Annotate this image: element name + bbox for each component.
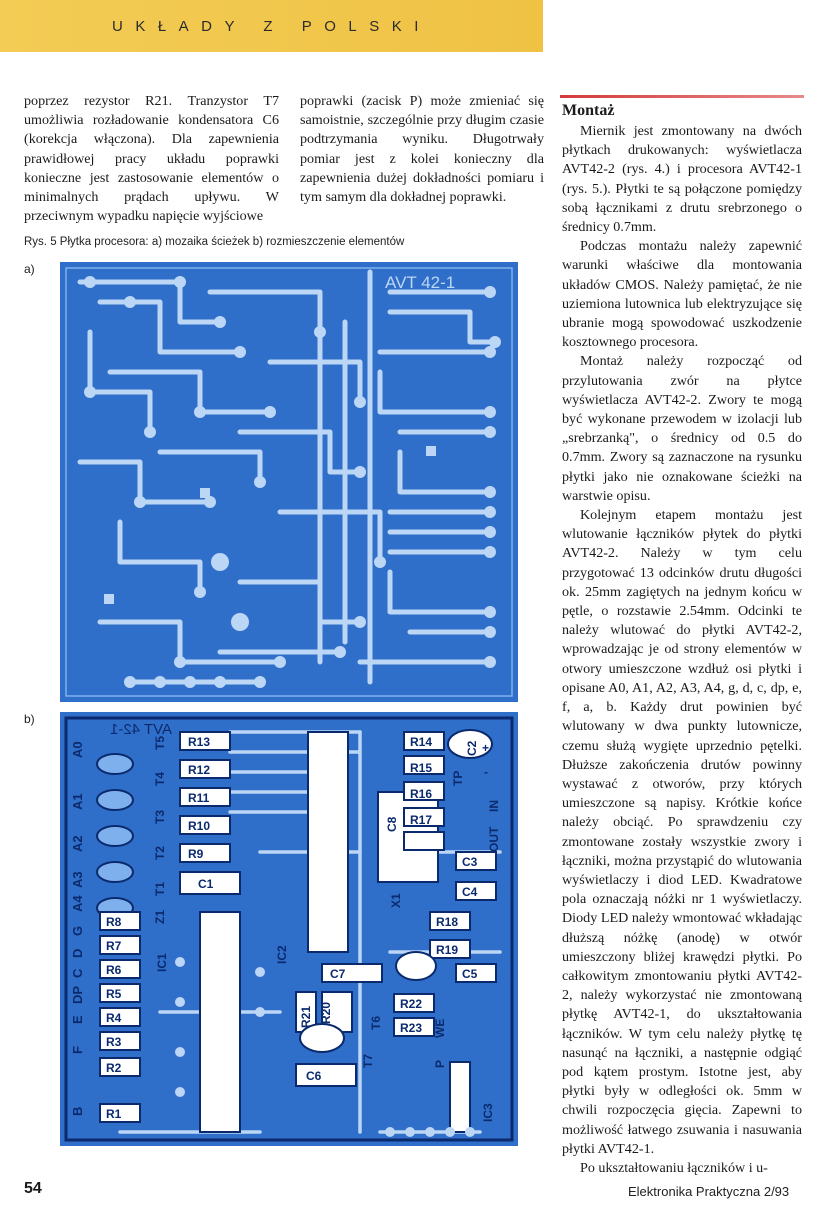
board-a-title: AVT 42-1 (385, 273, 455, 292)
label-c5: C5 (462, 967, 478, 981)
label-d: D (70, 949, 85, 958)
label-t4: T4 (153, 772, 167, 786)
label-t7: T7 (361, 1054, 375, 1068)
label-c6: C6 (306, 1069, 322, 1083)
label-z1: Z1 (153, 910, 167, 924)
section-header-text: UKŁADY Z POLSKI (112, 18, 431, 35)
label-r11: R11 (188, 791, 210, 805)
label-r23: R23 (400, 1021, 422, 1035)
label-c3: C3 (462, 855, 478, 869)
label-tp: TP (451, 771, 465, 786)
label-t1: T1 (153, 882, 167, 896)
label-a0: A0 (70, 741, 85, 758)
section-header-band: UKŁADY Z POLSKI (0, 0, 543, 52)
label-c1: C1 (198, 877, 214, 891)
label-out: OUT (487, 826, 501, 852)
label-ic1: IC1 (155, 953, 169, 972)
paragraph: Po ukształtowaniu łączników i u- (580, 1159, 768, 1176)
label-dp: DP (70, 986, 85, 1004)
text-column-2: poprawki (zacisk P) może zmieniać się sa… (300, 92, 544, 207)
figure-label-a: a) (24, 262, 35, 276)
label-r6: R6 (106, 963, 122, 977)
label-c8: C8 (385, 816, 399, 832)
label-r12: R12 (188, 763, 210, 777)
label-a1: A1 (70, 793, 85, 810)
pcb-track-mosaic: AVT 42-1 (60, 262, 518, 702)
label-r7: R7 (106, 939, 122, 953)
paragraph: poprawki (zacisk P) może zmieniać się sa… (300, 93, 544, 206)
label-we: WE (433, 1019, 447, 1038)
label-r1: R1 (106, 1107, 122, 1121)
label-r17: R17 (410, 813, 432, 827)
label-a4: A4 (70, 895, 85, 912)
label-ic2: IC2 (275, 945, 289, 964)
pcb-component-layout: A0 A1 A2 A3 A4 G D C DP E F B AVT 42-1 (60, 712, 518, 1146)
text-column-1: poprzez rezystor R21. Tranzystor T7 umoż… (24, 92, 279, 226)
text-column-3: Miernik jest zmontowany na dwóch płytkac… (562, 122, 802, 1178)
label-r8: R8 (106, 915, 122, 929)
label-plus: + (482, 741, 489, 755)
label-r4: R4 (106, 1011, 122, 1025)
label-c2: C2 (465, 740, 479, 756)
paragraph: poprzez rezystor R21. Tranzystor T7 umoż… (24, 93, 279, 225)
label-r10: R10 (188, 819, 210, 833)
label-p: P (433, 1060, 447, 1068)
section-rule (560, 95, 804, 98)
label-r16: R16 (410, 787, 432, 801)
label-minus: - (484, 765, 488, 779)
label-r5: R5 (106, 987, 122, 1001)
paragraph: Miernik jest zmontowany na dwóch płytkac… (562, 123, 802, 236)
label-a3: A3 (70, 871, 85, 888)
figure-label-b: b) (24, 712, 35, 726)
label-ic3: IC3 (481, 1103, 495, 1122)
label-r15: R15 (410, 761, 432, 775)
label-r19: R19 (436, 943, 458, 957)
label-in: IN (487, 800, 501, 812)
paragraph: Kolejnym etapem montażu jest wlutowanie … (562, 507, 802, 1157)
label-e: E (70, 1015, 85, 1024)
label-r20: R20 (319, 1002, 333, 1024)
figure-caption: Rys. 5 Płytka procesora: a) mozaika ście… (24, 236, 405, 248)
section-title: Montaż (562, 102, 615, 119)
label-r9: R9 (188, 847, 204, 861)
board-b-title: AVT 42-1 (110, 721, 172, 738)
label-t6: T6 (369, 1016, 383, 1030)
label-t3: T3 (153, 810, 167, 824)
label-g: G (70, 926, 85, 936)
label-r14: R14 (410, 735, 432, 749)
label-b: B (70, 1107, 85, 1116)
label-c7: C7 (330, 967, 346, 981)
label-c4: C4 (462, 885, 478, 899)
label-r21: R21 (299, 1006, 313, 1028)
label-f: F (70, 1046, 85, 1054)
paragraph: Montaż należy rozpocząć od przylutowania… (562, 353, 802, 504)
label-t2: T2 (153, 846, 167, 860)
label-x1: X1 (389, 893, 403, 908)
magazine-issue: Elektronika Praktyczna 2/93 (628, 1184, 790, 1199)
label-a2: A2 (70, 835, 85, 852)
label-r18: R18 (436, 915, 458, 929)
label-r13: R13 (188, 735, 210, 749)
page-number: 54 (24, 1180, 42, 1197)
label-r22: R22 (400, 997, 422, 1011)
label-r3: R3 (106, 1035, 122, 1049)
label-t5: T5 (153, 736, 167, 750)
label-c: C (70, 968, 85, 978)
label-r2: R2 (106, 1061, 122, 1075)
paragraph: Podczas montażu należy zapewnić warunki … (562, 238, 802, 351)
